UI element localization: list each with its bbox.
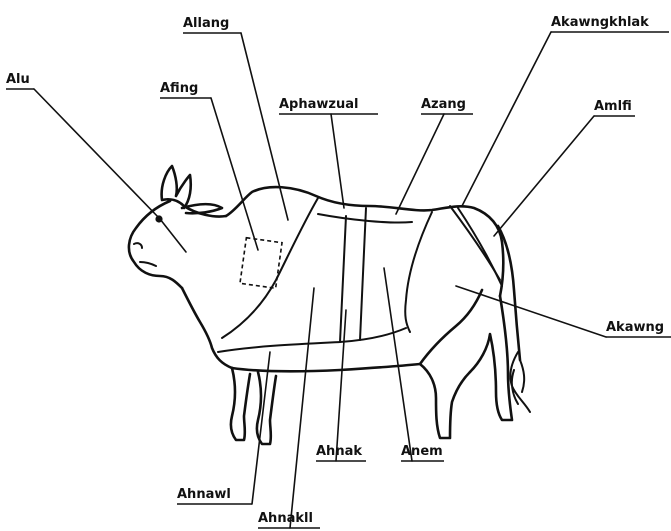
rib-line-2: [360, 208, 366, 340]
cow-outline: [129, 166, 530, 444]
flank-boundary: [405, 212, 432, 332]
label-aphawzual-text: Aphawzual: [279, 97, 358, 112]
label-ahnak-text: Ahnak: [316, 444, 362, 459]
brisket-band: [218, 328, 406, 352]
label-akawngkhlak-text: Akawngkhlak: [551, 15, 649, 30]
label-ahnakll-text: Ahnakll: [258, 511, 313, 526]
label-alu: Alu: [6, 72, 186, 252]
cow-head: [129, 166, 226, 288]
cow-hind-leg-left: [420, 364, 470, 438]
cow-muzzle: [134, 243, 156, 266]
cow-front-leg-left: [231, 368, 250, 440]
label-afing: Afing: [160, 81, 258, 250]
label-afing-text: Afing: [160, 81, 198, 96]
rump-line-1: [450, 206, 500, 280]
label-amlfi: Amlfi: [494, 99, 635, 236]
label-akawngkhlak: Akawngkhlak: [462, 15, 669, 206]
label-alu-text: Alu: [6, 72, 30, 87]
label-aphawzual: Aphawzual: [279, 97, 378, 208]
label-azang-text: Azang: [421, 97, 466, 112]
label-ahnawl-text: Ahnawl: [177, 487, 231, 502]
label-akawng: Akawng: [456, 286, 671, 337]
label-anem-text: Anem: [401, 444, 443, 459]
cow-hind-leg-right: [470, 296, 512, 420]
cow-belly: [232, 364, 420, 371]
cut-boundaries: [218, 198, 502, 352]
label-akawng-text: Akawng: [606, 320, 664, 335]
cow-chest: [182, 288, 232, 368]
cow-hind-thigh: [420, 290, 482, 364]
label-allang-text: Allang: [183, 16, 229, 31]
label-allang: Allang: [183, 16, 288, 220]
shoulder-boundary: [222, 198, 318, 338]
label-ahnakll: Ahnakll: [258, 288, 320, 528]
label-azang: Azang: [396, 97, 473, 214]
label-amlfi-text: Amlfi: [594, 99, 632, 114]
cow-tail-tuft: [510, 352, 530, 412]
